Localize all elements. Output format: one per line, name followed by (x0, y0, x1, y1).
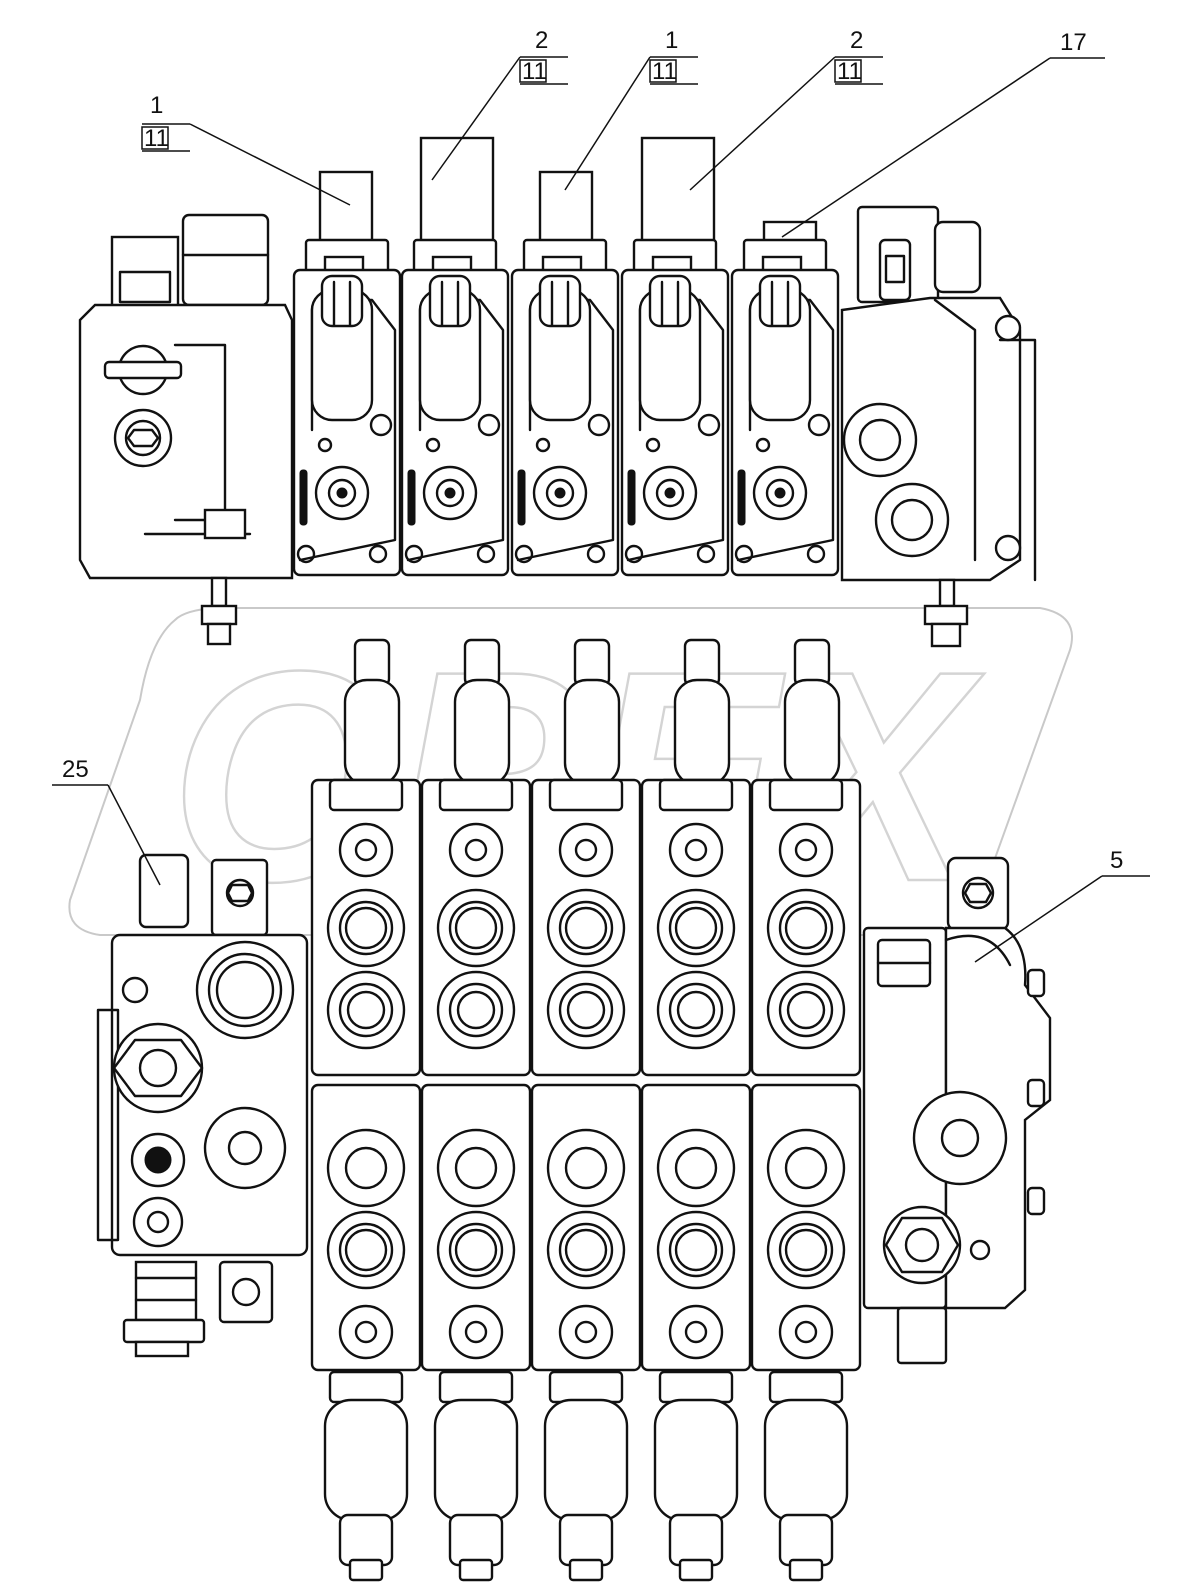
callout-5: 5 (974, 847, 1150, 963)
section-front-1 (310, 638, 422, 1582)
front-view (96, 638, 1052, 1582)
callout-2b: 2 11 (689, 27, 883, 191)
section-top-5 (730, 220, 840, 577)
callout-1a-ref: 11 (144, 125, 169, 152)
section-front-2 (420, 638, 532, 1582)
working-sections-top (292, 136, 840, 577)
callout-1a-number: 1 (150, 92, 163, 119)
inlet-section-top (78, 213, 294, 646)
section-front-5 (750, 638, 862, 1582)
callout-2b-ref: 11 (837, 58, 862, 85)
callout-17-number: 17 (1060, 29, 1087, 56)
working-sections-front (310, 638, 862, 1582)
section-front-4 (640, 638, 752, 1582)
section-top-4 (620, 136, 730, 577)
callout-2a-number: 2 (535, 27, 548, 54)
top-view (78, 136, 1037, 648)
callout-2a-ref: 11 (522, 58, 547, 85)
end-section-front (862, 856, 1052, 1365)
callout-2a: 2 11 (431, 27, 568, 181)
callout-5-number: 5 (1110, 847, 1123, 874)
callout-1b: 1 11 (564, 27, 698, 191)
end-section-top (840, 205, 1037, 648)
callout-25-number: 25 (62, 756, 89, 783)
section-top-3 (510, 170, 620, 577)
section-front-3 (530, 638, 642, 1582)
callout-1b-number: 1 (665, 27, 678, 54)
callout-2b-number: 2 (850, 27, 863, 54)
callout-1a: 1 11 (141, 92, 351, 206)
inlet-section-front (96, 853, 309, 1358)
callout-25: 25 (52, 756, 161, 886)
callout-17: 17 (781, 29, 1105, 238)
section-top-2 (400, 136, 510, 577)
section-top-1 (292, 170, 402, 577)
callout-1b-ref: 11 (652, 58, 677, 85)
